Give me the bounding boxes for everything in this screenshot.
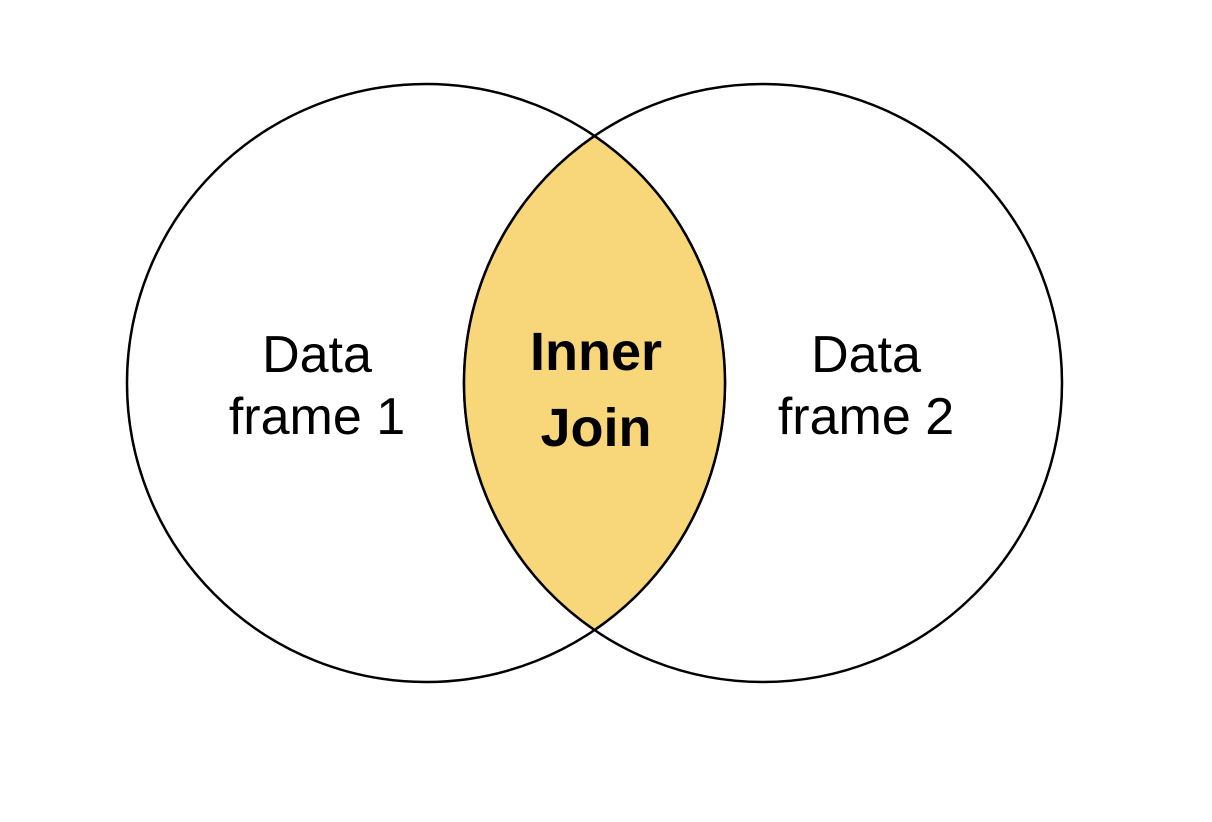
intersection-label-line1: Inner: [529, 322, 663, 382]
right-set-label-line1: Data: [811, 326, 921, 384]
intersection-lens: [462, 134, 727, 632]
left-set-label-line1: Data: [262, 326, 372, 384]
right-set-label: Data frame 2: [778, 324, 954, 448]
right-set-label-line2: frame 2: [777, 388, 955, 446]
intersection-label-line2: Join: [540, 398, 652, 458]
intersection-label: Inner Join: [530, 314, 662, 466]
left-set-label-line2: frame 1: [228, 388, 406, 446]
left-set-label: Data frame 1: [229, 324, 405, 448]
